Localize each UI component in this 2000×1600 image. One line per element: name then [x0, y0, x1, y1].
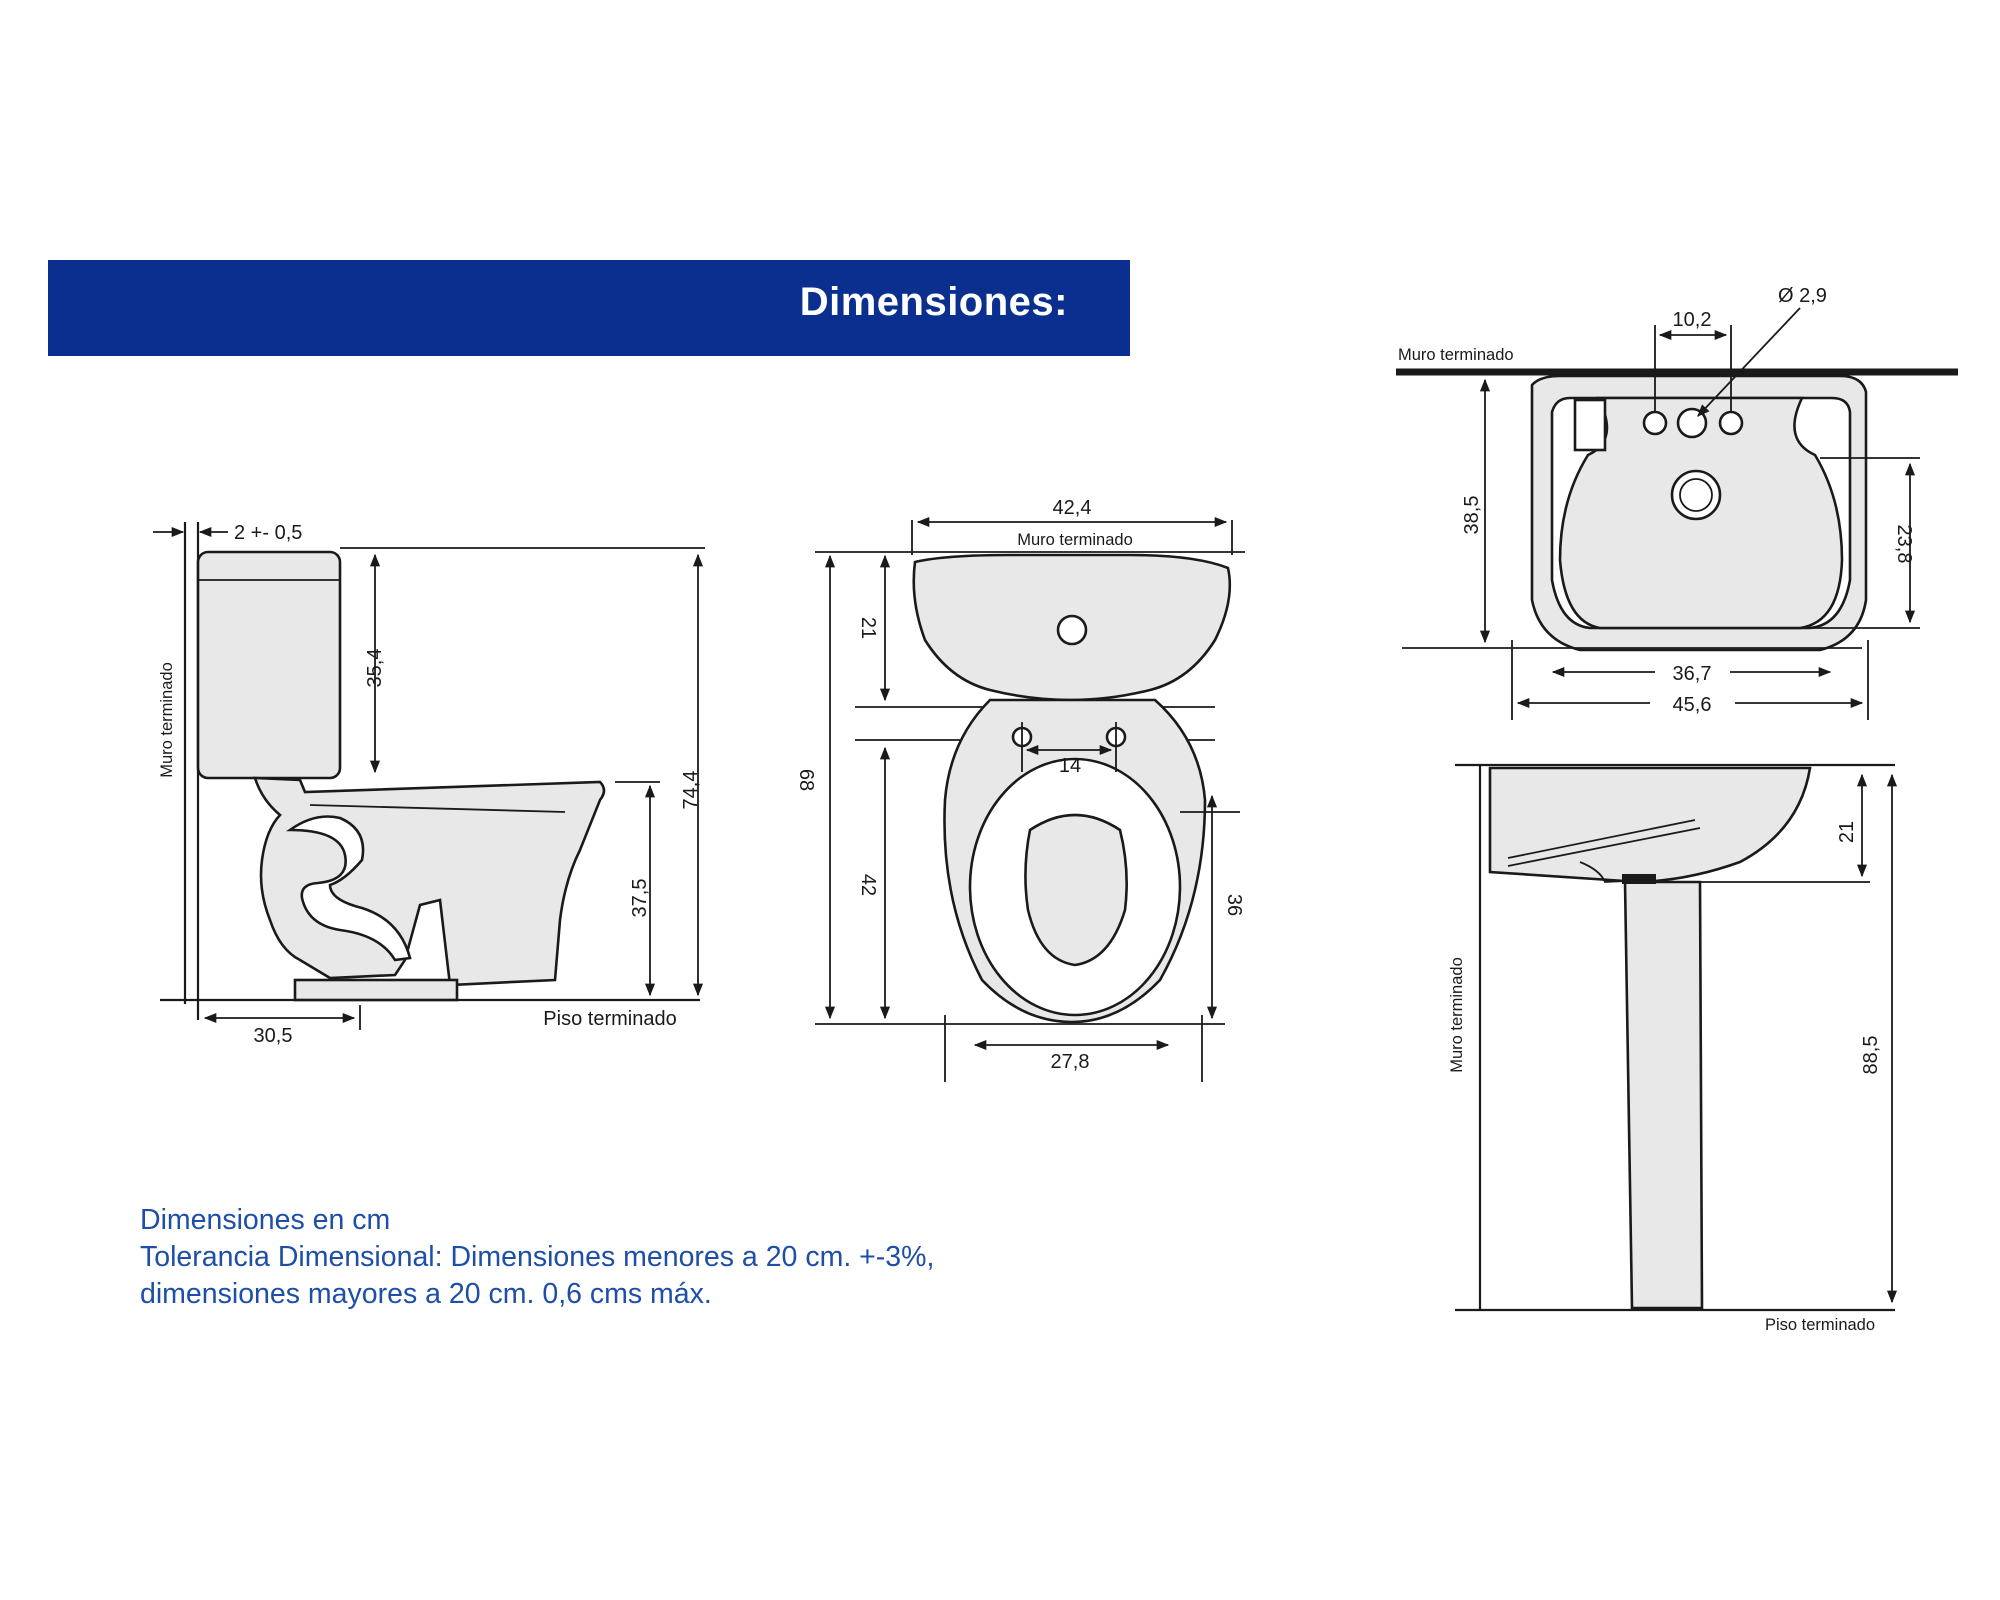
wall-label-toilet-side: Muro terminado: [158, 662, 176, 778]
wall-label-basin-side: Muro terminado: [1448, 957, 1466, 1073]
dimension-notes: Dimensiones en cm Tolerancia Dimensional…: [140, 1202, 934, 1313]
dim-hole-diameter: Ø 2,9: [1778, 285, 1827, 307]
basin-top-view: Muro terminado 10,2 Ø 2,9 38,5 23,8: [1396, 285, 1958, 720]
note-units: Dimensiones en cm: [140, 1204, 391, 1236]
dim-basin-depth: 38,5: [1461, 496, 1483, 535]
floor-label-basin-side: Piso terminado: [1765, 1316, 1875, 1334]
pedestal: [1623, 880, 1704, 1310]
dim-outer-width: 45,6: [1673, 694, 1712, 716]
dim-tank-depth: 21: [857, 617, 879, 639]
dim-seat-width: 27,8: [1051, 1051, 1090, 1073]
tap-hole-left: [1642, 410, 1668, 436]
toilet-top-view: 42,4 Muro terminado 21 68 14 42 36 27,8: [795, 497, 1245, 1082]
basin-side-body: [1488, 766, 1812, 884]
toilet-opening: [1024, 813, 1128, 967]
wall-label-toilet-top: Muro terminado: [1017, 531, 1133, 549]
page-title: Dimensiones:: [799, 280, 1068, 324]
note-tolerance: Tolerancia Dimensional: Dimensiones meno…: [140, 1241, 935, 1273]
drain-hole: [1670, 469, 1722, 521]
dim-bowl-depth-basin: 23,8: [1893, 525, 1915, 564]
wall-label-basin-top: Muro terminado: [1398, 346, 1514, 364]
flush-hole: [1056, 614, 1088, 646]
floor-label-toilet-side: Piso terminado: [543, 1008, 676, 1030]
toilet-base: [293, 978, 459, 1002]
toilet-tank: [196, 550, 342, 780]
dim-tank-height: 35,4: [364, 649, 386, 688]
drain-fitting: [1622, 874, 1656, 884]
dim-basin-total-height: 88,5: [1860, 1036, 1882, 1075]
dim-bolt-spacing: 14: [1059, 755, 1081, 777]
note-tolerance-cont: dimensiones mayores a 20 cm. 0,6 cms máx…: [140, 1278, 712, 1310]
dim-rough-in: 30,5: [254, 1025, 293, 1047]
dim-tap-spacing: 10,2: [1673, 309, 1712, 331]
toilet-side-view: 2 +- 0,5 35,4 74,4 37,5 30,5 Muro termin…: [153, 522, 705, 1047]
basin-side-view: 21 88,5 Muro terminado Piso terminado: [1448, 763, 1898, 1334]
dim-inner-width: 36,7: [1673, 663, 1712, 685]
dim-toilet-width: 42,4: [1053, 497, 1092, 519]
toilet-trapway: [285, 815, 412, 962]
header-banner: Dimensiones:: [48, 260, 1130, 356]
dim-total-height: 74,4: [680, 771, 702, 810]
dim-bowl-depth: 42: [857, 874, 879, 896]
dim-wall-gap: 2 +- 0,5: [234, 522, 302, 544]
dim-total-depth: 68: [795, 769, 817, 791]
tap-hole-right: [1718, 410, 1744, 436]
dim-basin-side-height: 21: [1836, 821, 1858, 843]
dim-bowl-height: 37,5: [629, 879, 651, 918]
dim-seat-length: 36: [1223, 894, 1245, 916]
